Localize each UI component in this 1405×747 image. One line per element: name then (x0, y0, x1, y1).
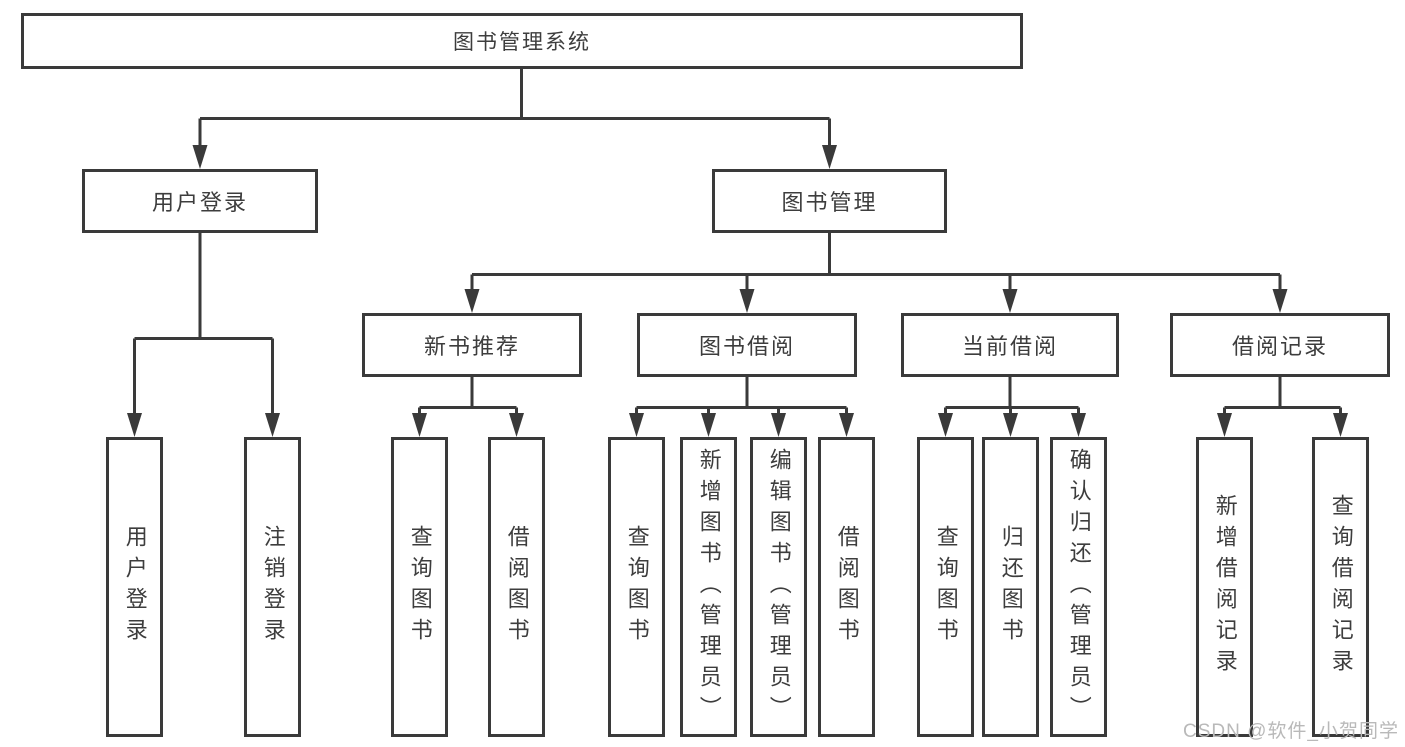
connector-line (198, 69, 831, 147)
arrowhead-icon (938, 413, 953, 437)
connector-line (418, 377, 518, 415)
leaf-query-books-borrowing-label: 查询图书 (624, 525, 650, 649)
leaf-logout-label: 注销登录 (260, 525, 286, 649)
arrowhead-icon (1002, 289, 1018, 313)
leaf-borrow-books-borrowing-label: 借阅图书 (834, 525, 860, 649)
node-root-label: 图书管理系统 (453, 31, 591, 54)
connector-records-to-children (1217, 377, 1348, 437)
leaf-return-books-label: 归还图书 (998, 525, 1024, 649)
node-current-borrowing: 当前借阅 (901, 313, 1119, 377)
connector-current-to-children (938, 377, 1086, 437)
arrowhead-icon (822, 145, 837, 169)
arrowhead-icon (839, 413, 854, 437)
leaf-query-books-new-rec-label: 查询图书 (407, 525, 433, 649)
leaf-add-borrow-record: 新增借阅记录 (1196, 437, 1253, 737)
arrowhead-icon (1217, 413, 1232, 437)
node-book-management-label: 图书管理 (781, 190, 878, 215)
leaf-query-books-borrowing: 查询图书 (608, 437, 665, 737)
leaf-confirm-return-admin-label: 确认归还（管理员） (1066, 447, 1092, 727)
node-current-borrowing-label: 当前借阅 (961, 334, 1058, 359)
arrowhead-icon (739, 289, 755, 313)
leaf-add-books-admin: 新增图书（管理员） (680, 437, 737, 737)
leaf-borrow-books-borrowing: 借阅图书 (818, 437, 875, 737)
node-book-management: 图书管理 (712, 169, 947, 233)
leaf-query-borrow-record: 查询借阅记录 (1312, 437, 1369, 737)
connector-line (944, 377, 1080, 415)
node-borrowing-records: 借阅记录 (1170, 313, 1390, 377)
node-book-borrowing: 图书借阅 (637, 313, 857, 377)
leaf-borrow-books-new-rec: 借阅图书 (488, 437, 545, 737)
connector-line (470, 233, 1282, 291)
csdn-watermark: CSDN @软件_小贺同学 (1183, 721, 1399, 742)
arrowhead-icon (127, 413, 142, 437)
leaf-return-books: 归还图书 (982, 437, 1039, 737)
connector-line (133, 233, 274, 415)
leaf-query-books-new-rec: 查询图书 (391, 437, 448, 737)
node-root-library-management-system: 图书管理系统 (21, 13, 1023, 69)
connector-user-login-to-children (127, 233, 280, 437)
connector-borrow-to-children (629, 377, 854, 437)
arrowhead-icon (509, 413, 524, 437)
leaf-query-borrow-record-label: 查询借阅记录 (1328, 494, 1354, 680)
leaf-user-login: 用户登录 (106, 437, 163, 737)
arrowhead-icon (464, 289, 480, 313)
arrowhead-icon (412, 413, 427, 437)
leaf-confirm-return-admin: 确认归还（管理员） (1050, 437, 1107, 737)
leaf-edit-books-admin: 编辑图书（管理员） (750, 437, 807, 737)
leaf-add-borrow-record-label: 新增借阅记录 (1212, 494, 1238, 680)
node-new-book-recommend-label: 新书推荐 (423, 334, 520, 359)
leaf-borrow-books-new-rec-label: 借阅图书 (504, 525, 530, 649)
arrowhead-icon (1003, 413, 1018, 437)
leaf-add-books-admin-label: 新增图书（管理员） (696, 447, 722, 727)
leaf-logout: 注销登录 (244, 437, 301, 737)
node-new-book-recommend: 新书推荐 (362, 313, 582, 377)
arrowhead-icon (701, 413, 716, 437)
connector-root-to-level2 (192, 69, 837, 169)
arrowhead-icon (192, 145, 208, 169)
arrowhead-icon (1071, 413, 1086, 437)
arrowhead-icon (265, 413, 280, 437)
leaf-edit-books-admin-label: 编辑图书（管理员） (766, 447, 792, 727)
arrowhead-icon (771, 413, 786, 437)
leaf-user-login-label: 用户登录 (122, 525, 148, 649)
leaf-query-books-current: 查询图书 (917, 437, 974, 737)
node-user-login-label: 用户登录 (151, 190, 248, 215)
node-user-login: 用户登录 (82, 169, 318, 233)
connector-line (1223, 377, 1342, 415)
arrowhead-icon (1272, 289, 1288, 313)
node-book-borrowing-label: 图书借阅 (698, 334, 795, 359)
node-borrowing-records-label: 借阅记录 (1231, 334, 1328, 359)
connector-line (635, 377, 848, 415)
leaf-query-books-current-label: 查询图书 (933, 525, 959, 649)
connector-book-mgmt-to-level3 (464, 233, 1288, 313)
connector-new-rec-to-children (412, 377, 524, 437)
arrowhead-icon (1333, 413, 1348, 437)
arrowhead-icon (629, 413, 644, 437)
